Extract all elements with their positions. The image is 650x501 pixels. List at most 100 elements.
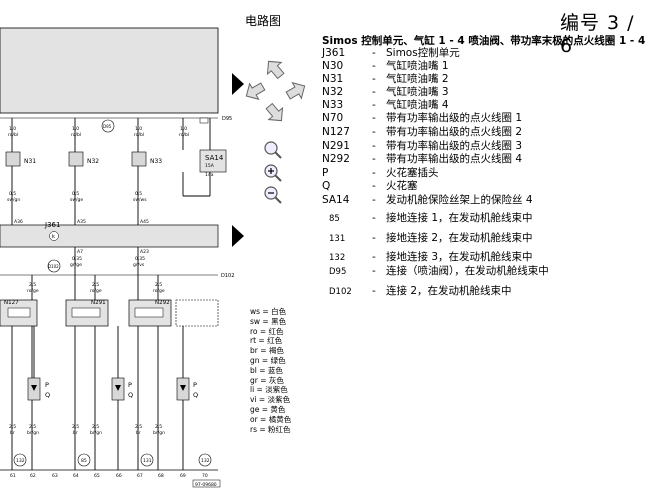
- color-legend-item: bl = 蓝色: [250, 365, 283, 375]
- wire-top-3-size: 1,0: [135, 126, 142, 132]
- svg-text:70: 70: [202, 473, 208, 479]
- legend-item-desc: 气缸喷油嘴 1: [386, 60, 449, 72]
- wire-top-1-size: 1,0: [9, 126, 16, 132]
- legend-item-desc: 连接 2，在发动机舱线束中: [386, 285, 512, 297]
- legend-item-dash: -: [372, 180, 376, 192]
- wire-coil-2-size: 0,35: [135, 256, 145, 262]
- spark-plug-3: P Q: [176, 377, 198, 401]
- ground-top-label: D95: [103, 124, 112, 129]
- legend-item: 85-接地连接 1，在发动机舱线束中: [322, 210, 533, 225]
- legend-item: N33-气缸喷油嘴 4: [322, 97, 449, 112]
- injector-2-label: N32: [87, 158, 99, 165]
- legend-item-code: N291: [322, 140, 350, 152]
- legend-item-dash: -: [372, 140, 376, 152]
- wire-coil-1-size: 0,35: [72, 256, 82, 262]
- legend-item: N292-带有功率输出级的点火线圈 4: [322, 151, 522, 166]
- legend-item-dash: -: [372, 47, 376, 59]
- legend-item-dash: -: [372, 285, 376, 297]
- legend-title: Simos 控制单元、气缸 1 - 4 喷油阀、带功率末极的点火线圈 1 - 4: [322, 35, 646, 47]
- color-legend-item: ge = 黄色: [250, 404, 286, 414]
- zoom-in-icon[interactable]: [263, 163, 283, 183]
- arrow-right-icon[interactable]: [231, 72, 245, 96]
- fuse-sa14: SA14 15A 14a: [199, 149, 227, 178]
- pin-j-2: A35: [77, 219, 86, 225]
- ground-bottom-1: 132: [16, 458, 25, 464]
- arrow-left-icon[interactable]: [262, 100, 288, 126]
- injector-n32: N32: [68, 151, 99, 167]
- legend-item-desc: 带有功率输出级的点火线圈 3: [386, 140, 523, 152]
- svg-text:br: br: [136, 430, 141, 436]
- bottom-number-row: 61 62 63 64 65 66 67 68 69 70: [10, 473, 208, 479]
- legend-item-desc: 接地连接 3，在发动机舱线束中: [386, 251, 533, 263]
- legend-item: D102-连接 2，在发动机舱线束中: [322, 283, 512, 298]
- legend-item: SA14-发动机舱保险丝架上的保险丝 4: [322, 192, 533, 207]
- legend-item: 131-接地连接 2，在发动机舱线束中: [322, 230, 533, 245]
- svg-text:k: k: [52, 234, 55, 240]
- wire-inj-1-color: sw/gn: [7, 197, 20, 203]
- legend-item-dash: -: [372, 112, 376, 124]
- wire-coil-1-color: gr/ge: [70, 262, 82, 268]
- svg-text:P: P: [45, 381, 49, 389]
- legend-item: Q -火花塞: [322, 178, 418, 193]
- svg-text:2,5: 2,5: [155, 424, 162, 430]
- ground-bottom-2: 85: [81, 458, 87, 464]
- legend-item-code: 132: [329, 253, 346, 263]
- document-number: 编号 3 / 6: [560, 12, 635, 57]
- color-legend-item: gr = 灰色: [250, 375, 284, 385]
- legend-item-code: J361: [322, 47, 346, 59]
- legend-item: N31-气缸喷油嘴 2: [322, 71, 449, 86]
- color-legend-item: rs = 粉红色: [250, 424, 291, 434]
- legend-item-code: N32: [322, 86, 344, 98]
- color-legend-item: br = 褐色: [250, 346, 284, 356]
- control-unit-j361-bar: [0, 224, 219, 248]
- legend-item-desc: 火花塞: [386, 180, 418, 192]
- pin-j-4: A7: [77, 249, 83, 255]
- wire-coil-top-2-size: 2,5: [92, 282, 99, 288]
- legend-item-code: 85: [329, 214, 340, 224]
- color-legend-item: ws = 白色: [250, 307, 287, 316]
- fuse-label: SA14: [205, 154, 224, 162]
- svg-text:2,5: 2,5: [9, 424, 16, 430]
- wire-inj-3-size: 0,5: [135, 191, 142, 197]
- svg-text:P: P: [128, 381, 132, 389]
- legend-item-dash: -: [372, 73, 376, 85]
- wire-coil-2-color: gr/vs: [133, 262, 145, 268]
- svg-text:2,5: 2,5: [29, 424, 36, 430]
- legend-item-desc: 火花塞插头: [386, 167, 439, 179]
- page-ref: 97-09680: [195, 482, 217, 488]
- arrow-left-up-icon[interactable]: [242, 78, 268, 104]
- spark-plug-2: P Q: [111, 377, 133, 401]
- coil-1-label: N127: [4, 300, 19, 306]
- coil-n292: N292: [128, 299, 172, 327]
- legend-item-dash: -: [372, 251, 376, 263]
- legend-item: N30-气缸喷油嘴 1: [322, 58, 449, 73]
- svg-text:2,5: 2,5: [72, 424, 79, 430]
- zoom-out-icon[interactable]: [263, 185, 283, 205]
- coil-n127: N127: [0, 299, 38, 327]
- arrow-right-icon[interactable]: [231, 224, 245, 248]
- fuse-pin: 14a: [205, 172, 214, 178]
- arrow-up-icon[interactable]: [262, 56, 288, 82]
- svg-text:Q: Q: [128, 391, 133, 399]
- color-legend-item: sw = 黑色: [250, 316, 287, 326]
- fuse-rating: 15A: [205, 163, 215, 169]
- control-unit-top-block: [0, 27, 219, 114]
- coil-2-label: N291: [91, 300, 106, 306]
- legend-item-code: 131: [329, 234, 346, 244]
- svg-text:br: br: [73, 430, 78, 436]
- page-title: 电路图: [245, 14, 282, 28]
- ground-mid-label: D102: [48, 264, 59, 269]
- injector-3-label: N33: [150, 158, 162, 165]
- wire-inj-1-size: 0,5: [9, 191, 16, 197]
- injector-1-label: N31: [24, 158, 36, 165]
- legend-item-code: Q: [322, 180, 331, 192]
- legend-item-dash: -: [372, 60, 376, 72]
- arrow-right-icon[interactable]: [283, 78, 309, 104]
- wire-color-legend: ws = 白色 sw = 黑色 ro = 红色 rt = 红色 br = 褐色 …: [250, 307, 291, 434]
- zoom-icon[interactable]: [263, 140, 283, 160]
- legend-item-dash: -: [372, 265, 376, 277]
- legend-item-dash: -: [372, 99, 376, 111]
- legend-item-dash: -: [372, 212, 376, 224]
- legend-item-desc: Simos控制单元: [386, 47, 460, 59]
- wire-coil-top-1-color: ro/ge: [27, 288, 39, 294]
